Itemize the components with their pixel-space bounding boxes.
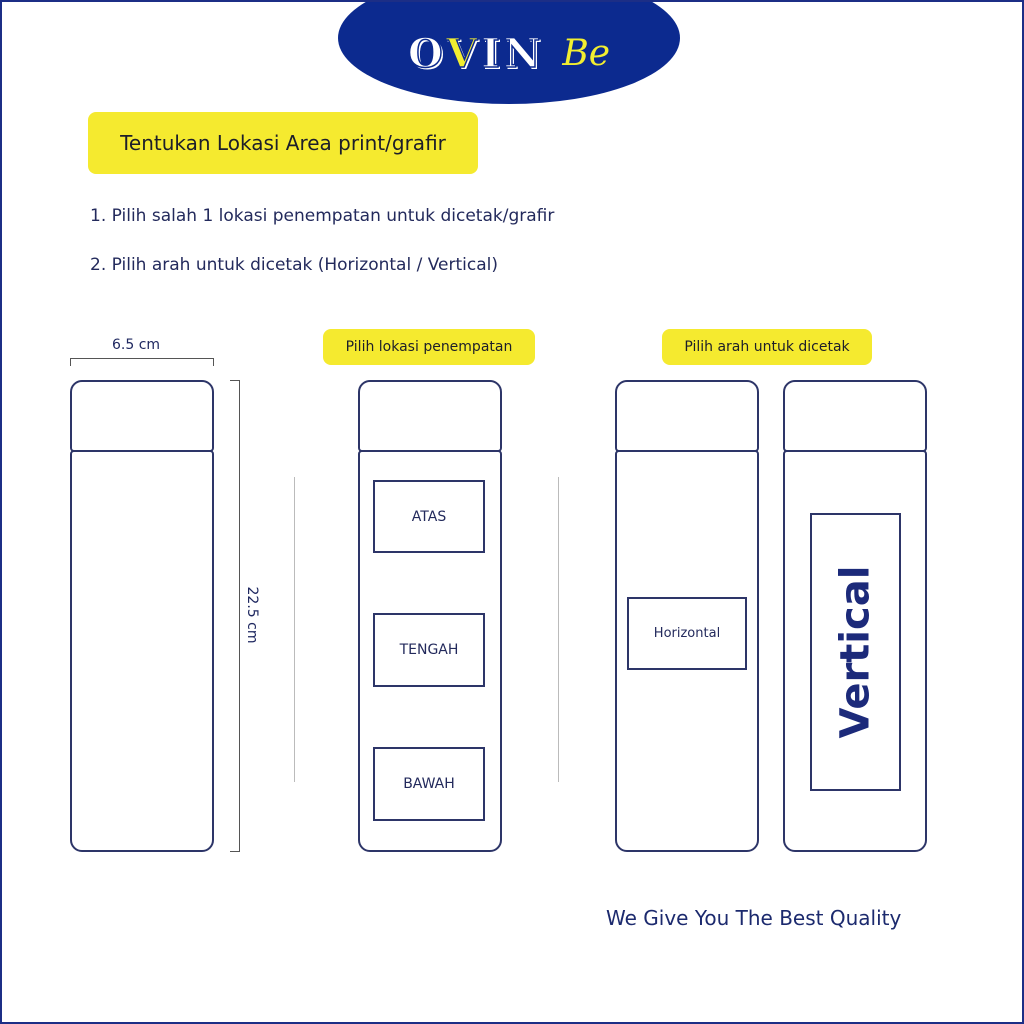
divider [558, 477, 559, 782]
logo-script: Be [562, 32, 611, 74]
height-dimension-line [230, 380, 240, 852]
bottle-cap [358, 380, 502, 452]
orientation-horizontal[interactable]: Horizontal [627, 597, 747, 670]
section-title: Tentukan Lokasi Area print/grafir [88, 112, 478, 174]
bottle-cap [70, 380, 214, 452]
width-label: 6.5 cm [112, 337, 161, 353]
placement-option-bawah[interactable]: BAWAH [373, 747, 485, 821]
orientation-vertical[interactable]: Vertical [810, 513, 901, 791]
orientation-tag: Pilih arah untuk dicetak [662, 329, 872, 365]
step-2: 2. Pilih arah untuk dicetak (Horizontal … [90, 255, 498, 275]
bottle-body [783, 450, 927, 852]
height-label: 22.5 cm [244, 586, 260, 644]
divider [294, 477, 295, 782]
footer-tagline: We Give You The Best Quality [606, 906, 902, 930]
logo-text: OVIN [407, 29, 545, 78]
bottle-cap [783, 380, 927, 452]
vertical-label: Vertical [832, 565, 879, 739]
width-dimension-line [70, 358, 214, 366]
bottle-body [615, 450, 759, 852]
step-1: 1. Pilih salah 1 lokasi penempatan untuk… [90, 206, 555, 226]
bottle-body [70, 450, 214, 852]
bottle-cap [615, 380, 759, 452]
brand-logo: OVIN Be [338, 2, 680, 104]
placement-tag: Pilih lokasi penempatan [323, 329, 535, 365]
placement-option-atas[interactable]: ATAS [373, 480, 485, 553]
bottle-body [358, 450, 502, 852]
placement-option-tengah[interactable]: TENGAH [373, 613, 485, 687]
